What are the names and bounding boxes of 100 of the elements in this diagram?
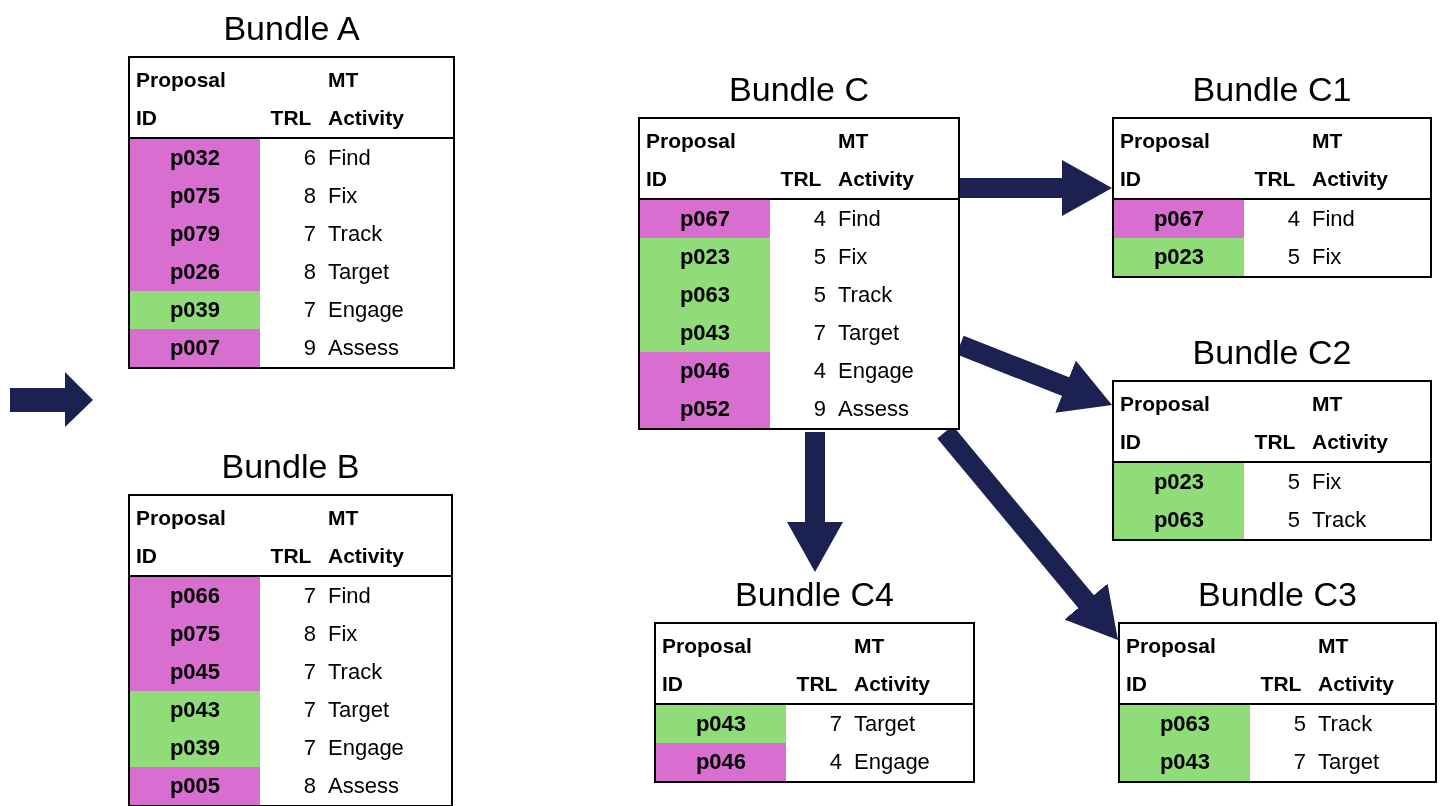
trl-value: 8 xyxy=(303,258,317,286)
column-header: MT Activity xyxy=(327,67,404,131)
proposal-id-cell: p023 xyxy=(1114,238,1244,276)
column-header: MT Activity xyxy=(1311,128,1388,192)
column-header: TRL xyxy=(780,166,822,192)
activity-label: Track xyxy=(1317,710,1373,738)
column-header: Proposal ID xyxy=(135,67,226,131)
trl-value: 4 xyxy=(1287,205,1301,233)
trl-value: 7 xyxy=(303,734,317,762)
proposal-id-cell: p067 xyxy=(640,200,770,238)
trl-value: 9 xyxy=(813,395,827,423)
trl-value: 8 xyxy=(303,772,317,800)
proposal-id-cell: p039 xyxy=(130,291,260,329)
trl-value: 9 xyxy=(303,334,317,362)
activity-label: Assess xyxy=(327,334,399,362)
activity-label: Fix xyxy=(1311,468,1342,496)
trl-value: 5 xyxy=(1287,506,1301,534)
proposal-id-cell: p075 xyxy=(130,177,260,215)
activity-label: Target xyxy=(327,258,390,286)
proposal-id-cell: p063 xyxy=(1114,501,1244,539)
trl-value: 8 xyxy=(303,182,317,210)
proposal-id-cell: p007 xyxy=(130,329,260,367)
proposal-id-cell: p063 xyxy=(1120,705,1250,743)
proposal-id-cell: p067 xyxy=(1114,200,1244,238)
table-title: Bundle C3 xyxy=(1197,574,1358,615)
proposal-id-cell: p066 xyxy=(130,577,260,615)
trl-value: 7 xyxy=(303,296,317,324)
trl-value: 7 xyxy=(303,220,317,248)
column-header: TRL xyxy=(1254,429,1296,455)
activity-label: Assess xyxy=(327,772,399,800)
column-header: Proposal ID xyxy=(135,505,226,569)
proposal-id-cell: p005 xyxy=(130,767,260,805)
activity-label: Fix xyxy=(1311,243,1342,271)
activity-label: Target xyxy=(327,696,390,724)
proposal-id-cell: p032 xyxy=(130,139,260,177)
activity-label: Engage xyxy=(837,357,914,385)
activity-label: Target xyxy=(1317,748,1380,776)
activity-label: Track xyxy=(327,220,383,248)
column-header: TRL xyxy=(796,671,838,697)
proposal-id-cell: p075 xyxy=(130,615,260,653)
activity-label: Find xyxy=(327,582,371,610)
proposal-id-cell: p043 xyxy=(1120,743,1250,781)
proposal-id-cell: p046 xyxy=(640,352,770,390)
table-title: Bundle A xyxy=(222,8,361,49)
column-header: Proposal ID xyxy=(1125,633,1216,697)
trl-value: 6 xyxy=(303,144,317,172)
activity-label: Engage xyxy=(327,734,404,762)
trl-value: 7 xyxy=(1293,748,1307,776)
column-header: Proposal ID xyxy=(661,633,752,697)
activity-label: Track xyxy=(327,658,383,686)
column-header: MT Activity xyxy=(853,633,930,697)
trl-value: 7 xyxy=(303,658,317,686)
activity-label: Fix xyxy=(327,620,358,648)
trl-value: 7 xyxy=(303,582,317,610)
table-title: Bundle C xyxy=(728,69,870,110)
activity-label: Track xyxy=(1311,506,1367,534)
activity-label: Find xyxy=(837,205,881,233)
block-arrow xyxy=(787,432,843,572)
activity-label: Fix xyxy=(327,182,358,210)
proposal-id-cell: p023 xyxy=(640,238,770,276)
activity-label: Engage xyxy=(853,748,930,776)
proposal-id-cell: p052 xyxy=(640,390,770,428)
column-header: Proposal ID xyxy=(645,128,736,192)
table-title: Bundle B xyxy=(220,446,361,487)
activity-label: Target xyxy=(853,710,916,738)
activity-label: Engage xyxy=(327,296,404,324)
trl-value: 5 xyxy=(1287,468,1301,496)
column-header: Proposal ID xyxy=(1119,391,1210,455)
activity-label: Fix xyxy=(837,243,868,271)
table-title: Bundle C4 xyxy=(734,574,895,615)
trl-value: 5 xyxy=(1293,710,1307,738)
column-header: MT Activity xyxy=(327,505,404,569)
proposal-id-cell: p039 xyxy=(130,729,260,767)
column-header: MT Activity xyxy=(837,128,914,192)
proposal-id-cell: p023 xyxy=(1114,463,1244,501)
activity-label: Target xyxy=(837,319,900,347)
column-header: Proposal ID xyxy=(1119,128,1210,192)
activity-label: Find xyxy=(327,144,371,172)
proposal-id-cell: p043 xyxy=(130,691,260,729)
trl-value: 8 xyxy=(303,620,317,648)
trl-value: 4 xyxy=(813,357,827,385)
column-header: MT Activity xyxy=(1311,391,1388,455)
table-title: Bundle C2 xyxy=(1191,332,1353,373)
proposal-id-cell: p045 xyxy=(130,653,260,691)
trl-value: 7 xyxy=(303,696,317,724)
proposal-id-cell: p046 xyxy=(656,743,786,781)
proposal-id-cell: p026 xyxy=(130,253,260,291)
proposal-id-cell: p043 xyxy=(656,705,786,743)
proposal-id-cell: p063 xyxy=(640,276,770,314)
trl-value: 5 xyxy=(813,243,827,271)
column-header: TRL xyxy=(1254,166,1296,192)
trl-value: 5 xyxy=(1287,243,1301,271)
trl-value: 7 xyxy=(813,319,827,347)
block-arrow xyxy=(960,160,1112,216)
proposal-id-cell: p043 xyxy=(640,314,770,352)
activity-label: Track xyxy=(837,281,893,309)
activity-label: Find xyxy=(1311,205,1355,233)
column-header: TRL xyxy=(270,105,312,131)
table-title: Bundle C1 xyxy=(1191,69,1353,110)
activity-label: Assess xyxy=(837,395,909,423)
